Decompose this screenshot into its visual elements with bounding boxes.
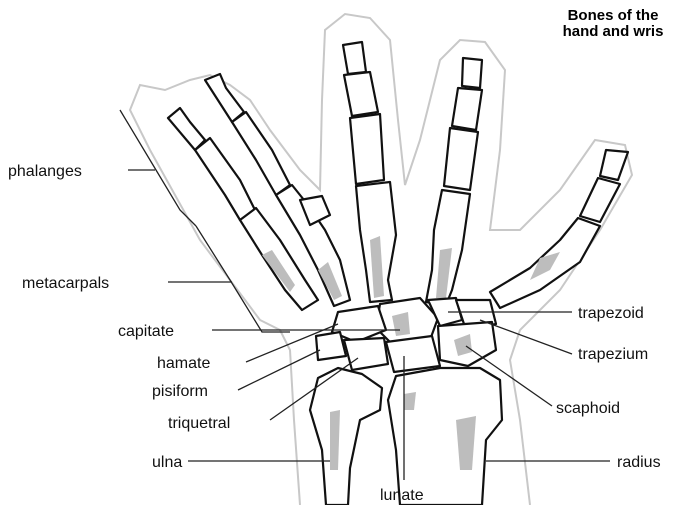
triquetral-bone: [344, 338, 388, 370]
pisiform-bone: [316, 332, 346, 360]
diagram-title: Bones of the hand and wris: [528, 8, 689, 40]
index-finger-bones: [426, 58, 482, 305]
label-scaphoid: scaphoid: [556, 400, 620, 417]
label-ulna: ulna: [152, 454, 182, 471]
ulna-bone: [310, 368, 382, 505]
forearm-bones: [310, 368, 502, 505]
label-pisiform: pisiform: [152, 383, 208, 400]
label-phalanges: phalanges: [8, 163, 82, 180]
label-metacarpals: metacarpals: [22, 275, 109, 292]
label-trapezoid: trapezoid: [578, 305, 644, 322]
label-hamate: hamate: [157, 355, 210, 372]
lunate-bone: [386, 336, 440, 372]
carpal-bones: [316, 298, 496, 372]
title-line-1: Bones of the: [528, 8, 689, 24]
label-capitate: capitate: [118, 323, 174, 340]
label-lunate: lunate: [380, 487, 424, 504]
label-radius: radius: [617, 454, 661, 471]
label-triquetral: triquetral: [168, 415, 230, 432]
radius-bone: [388, 368, 502, 505]
title-line-2: hand and wris: [528, 24, 689, 40]
pisiform-leader: [238, 350, 320, 390]
label-trapezium: trapezium: [578, 346, 648, 363]
middle-finger-bones: [343, 42, 396, 302]
